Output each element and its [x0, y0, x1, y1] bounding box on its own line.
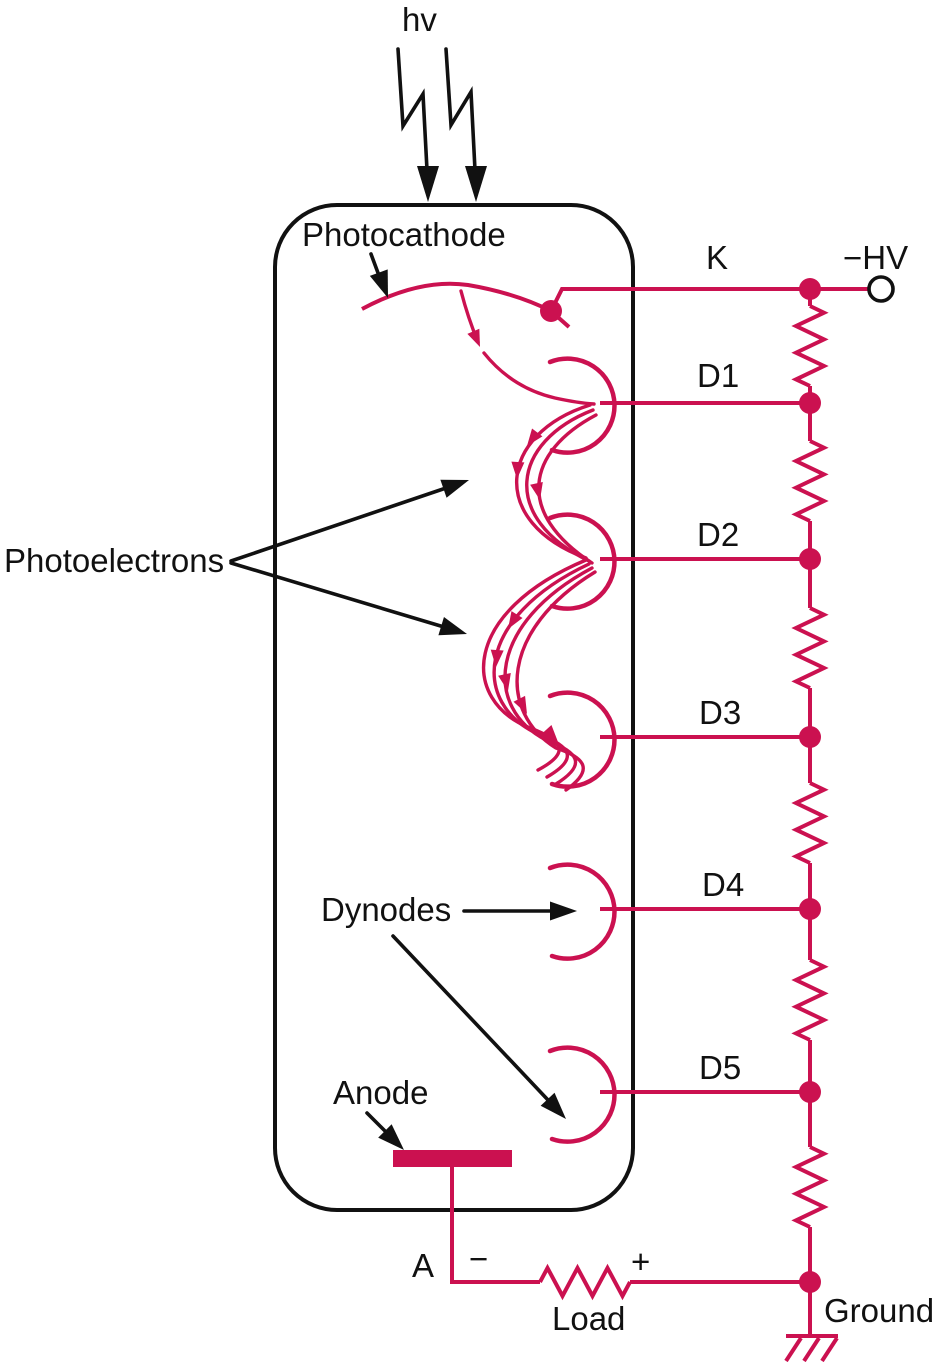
plus-label: +: [631, 1243, 650, 1280]
junction-dot-k: [799, 278, 821, 300]
minus-label: −: [469, 1240, 488, 1277]
dynodes-arrowhead-d4: [550, 901, 577, 921]
electron-path-d1-d2: [515, 403, 592, 560]
junction-dots: [799, 278, 821, 1293]
anode-label: Anode: [333, 1074, 428, 1111]
ground-hatching: [784, 1336, 839, 1362]
electron-path-d2-d3: [482, 558, 588, 772]
photon-rays: [396, 47, 487, 202]
photon-label: hv: [402, 1, 437, 38]
annotation-arrows: [229, 252, 577, 1157]
load-resistor: [538, 1266, 632, 1298]
electron-arrowhead: [510, 461, 525, 480]
photoelectrons-label: Photoelectrons: [4, 542, 224, 579]
diagram-labels: hv Photocathode Photoelectrons Dynodes A…: [4, 1, 934, 1337]
photoelectrons-arrowhead-upper: [440, 471, 473, 498]
photoelectrons-pointer-lower: [229, 561, 446, 629]
photoelectrons-pointer-upper: [229, 486, 448, 563]
junction-dot-d5: [799, 1081, 821, 1103]
terminal-label-k: K: [706, 239, 728, 276]
resistor-d2-d3: [794, 606, 826, 690]
photocathode-curve: [361, 281, 552, 313]
tube-envelope: [273, 203, 635, 1212]
neg-hv-terminal: [867, 275, 895, 303]
electron-trajectories: [459, 289, 598, 792]
anode-wire: [450, 1167, 540, 1284]
resistor-k-d1: [794, 304, 826, 388]
junction-dot-d3: [799, 726, 821, 748]
junction-dot-d1: [799, 392, 821, 414]
anode-terminal-label: A: [412, 1247, 434, 1284]
divider-chain: [794, 289, 826, 1336]
dynodes-pointer-diagonal: [391, 934, 550, 1102]
resistor-d4-d5: [794, 958, 826, 1042]
junction-dot-d2: [799, 548, 821, 570]
terminal-label-d5: D5: [699, 1049, 741, 1086]
photon-bolt-2-arrowhead: [465, 166, 487, 202]
photocathode-junction-dot: [540, 300, 562, 322]
terminal-label-d2: D2: [697, 516, 739, 553]
electron-arrowhead: [489, 649, 504, 668]
photocathode-assembly: [361, 281, 868, 329]
resistor-d3-d4: [794, 781, 826, 865]
electron-path-d2-d3: [515, 570, 597, 792]
resistor-d1-d2: [794, 439, 826, 523]
junction-dot-d4: [799, 898, 821, 920]
photon-bolt-2: [444, 47, 477, 172]
dynode-cup-d5: [547, 1045, 617, 1144]
electron-path-d2-d3: [492, 562, 591, 779]
terminal-label-d3: D3: [699, 694, 741, 731]
neg-hv-label: −HV: [843, 239, 908, 276]
dynode-cup-d2: [547, 512, 617, 611]
photocathode-label: Photocathode: [302, 216, 506, 253]
ground-symbol: [784, 1334, 839, 1362]
dynode-cup-d4: [547, 862, 617, 961]
ground-label: Ground: [824, 1292, 934, 1329]
photon-bolt-1: [396, 47, 429, 172]
terminal-label-d1: D1: [697, 357, 739, 394]
electron-arrowhead: [467, 328, 486, 350]
dynodes-label: Dynodes: [321, 891, 451, 928]
load-label: Load: [552, 1300, 625, 1337]
resistor-d5-ground: [794, 1145, 826, 1229]
electron-path-pc-d1b: [482, 351, 596, 406]
junction-dot-ground: [799, 1271, 821, 1293]
dynode-cup-d3: [547, 690, 617, 789]
dynode-assembly: [547, 356, 810, 1144]
electron-path-d2-d3: [503, 566, 594, 786]
photon-bolt-1-arrowhead: [417, 166, 439, 202]
output-circuit: [393, 1150, 839, 1362]
electron-path-d1-d2: [525, 408, 595, 563]
anode-bar: [393, 1150, 512, 1167]
dynode-cup-d1: [547, 356, 617, 455]
terminal-label-d4: D4: [702, 866, 744, 903]
photoelectrons-arrowhead-lower: [438, 617, 470, 644]
